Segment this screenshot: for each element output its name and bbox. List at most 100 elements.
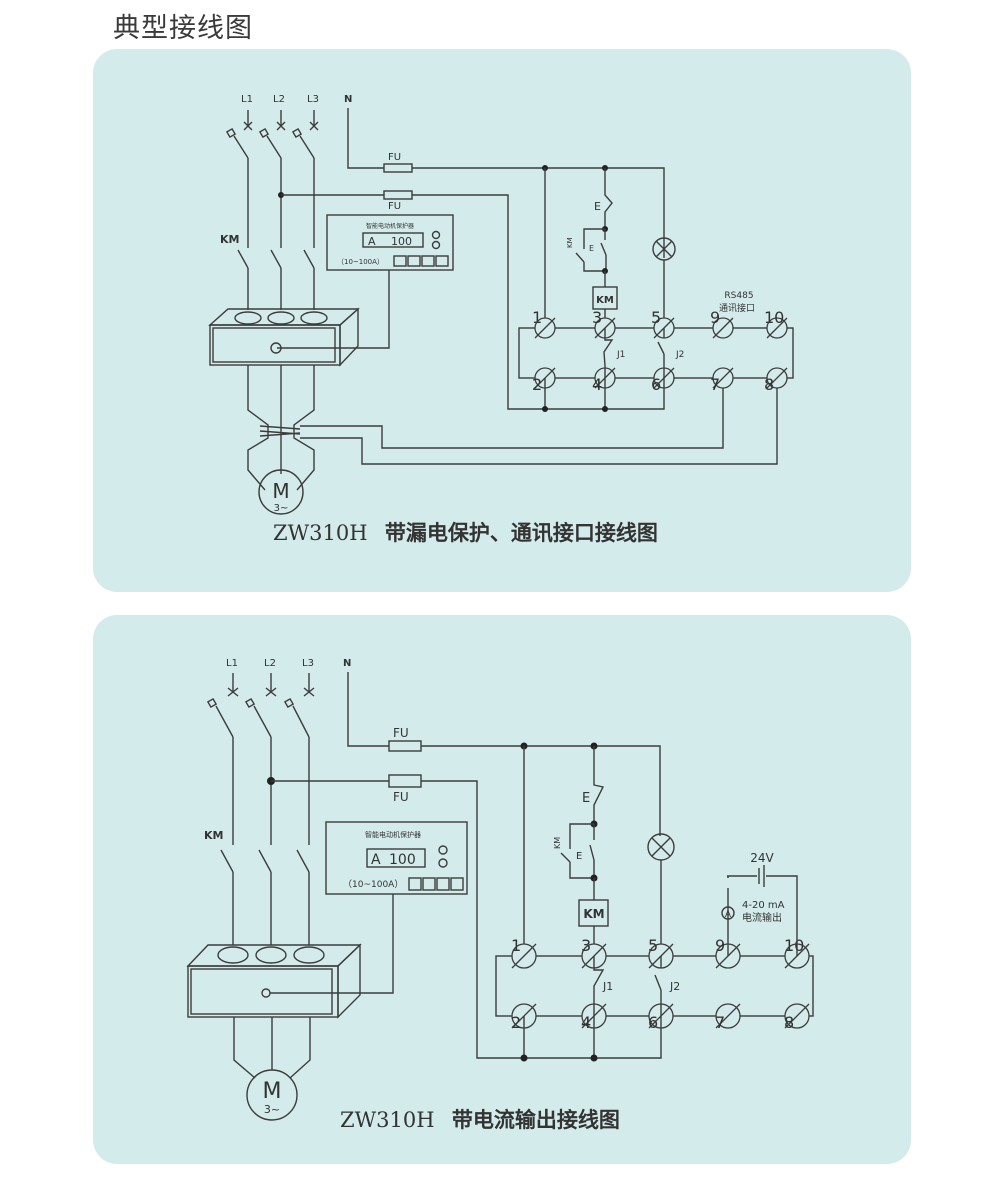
terminal-screw-slot — [766, 367, 788, 389]
caption-model: ZW310H — [273, 521, 368, 545]
protector-key — [407, 255, 421, 267]
protector-display-value: 100 — [389, 852, 416, 868]
junction-dot — [590, 1054, 598, 1062]
fuse-l2 — [388, 774, 422, 788]
l2-control-wire — [421, 780, 524, 1059]
sensor-wire — [277, 270, 390, 349]
sensor-wire — [270, 894, 394, 994]
motor-protector-unit: 智能电动机保护器 A 100 （10~100A） — [326, 214, 454, 271]
terminal-screw-slot — [766, 317, 788, 339]
indicator-led — [438, 858, 448, 868]
page-title: 典型接线图 — [113, 13, 253, 44]
terminal-number: 1 — [532, 308, 542, 327]
current-transformer — [208, 307, 360, 367]
terminal-number: 3 — [592, 308, 602, 327]
motor-leads — [233, 1017, 311, 1079]
terminal-number: 4 — [592, 375, 602, 394]
protector-display — [366, 848, 426, 868]
relay-contact-j1 — [603, 328, 614, 378]
contactor-main-contacts — [220, 849, 310, 945]
terminal-number: 1 — [511, 936, 521, 955]
terminal-number: 9 — [715, 936, 725, 955]
current-output-label: 电流输出 — [742, 911, 782, 924]
junction-dot — [602, 406, 608, 412]
circuit-breaker — [225, 110, 319, 248]
protector-range: （10~100A） — [337, 258, 384, 266]
phase-label-n: N — [343, 658, 351, 669]
current-output-range: 4-20 mA — [742, 900, 785, 911]
protector-display-unit: A — [371, 852, 381, 868]
terminal-screw-slot — [534, 317, 556, 339]
terminal-number: 7 — [710, 375, 720, 394]
protector-key — [421, 255, 435, 267]
comm-interface-label: 通讯接口 — [719, 302, 755, 314]
indicator-led — [431, 230, 441, 240]
terminal-number: 7 — [715, 1013, 725, 1032]
contactor-label: KM — [204, 829, 223, 842]
indicator-led — [431, 240, 441, 250]
phase-label-l3: L3 — [307, 94, 319, 105]
stop-button-label: E — [594, 200, 601, 213]
motor-label: M — [263, 1079, 282, 1104]
neutral-wire — [347, 672, 389, 747]
junction-dot — [542, 406, 548, 412]
aux-contact-label: KM — [566, 237, 574, 248]
motor-label: M — [272, 479, 289, 503]
stop-button: E — [594, 168, 613, 228]
protector-key — [435, 255, 449, 267]
terminal-number: 2 — [532, 375, 542, 394]
motor-protector-unit: 智能电动机保护器 A 100 （10~100A） — [325, 821, 468, 895]
fuse-label-n: FU — [393, 726, 409, 740]
junction-dot — [520, 1054, 528, 1062]
neutral-bus — [421, 745, 661, 836]
protector-key — [422, 877, 436, 891]
l2-control-wire — [412, 194, 545, 410]
terminal-number: 2 — [511, 1013, 521, 1032]
phase-label-n: N — [344, 94, 352, 105]
motor-sub-label: 3~ — [274, 503, 289, 514]
phase-label-l2: L2 — [273, 94, 285, 105]
neutral-wire — [347, 108, 384, 169]
terminal-number: 8 — [784, 1013, 794, 1032]
terminal-number: 6 — [651, 375, 661, 394]
terminal-number: 5 — [648, 936, 658, 955]
terminal-screw-slot — [712, 317, 734, 339]
caption-model: ZW310H — [340, 1108, 435, 1132]
terminal-number: 3 — [581, 936, 591, 955]
protector-display — [362, 232, 424, 248]
fuse-label-n: FU — [388, 152, 401, 163]
neutral-bus — [412, 167, 665, 240]
supply-voltage-label: 24V — [750, 851, 774, 865]
ammeter-icon — [721, 906, 735, 920]
start-button-label: E — [589, 244, 594, 253]
relay-coil-label: KM — [596, 295, 614, 306]
relay-contact-j1-label: J1 — [602, 980, 613, 993]
fuse-l2 — [383, 190, 413, 200]
terminal-screw-slot — [511, 943, 537, 969]
terminal-number: 9 — [710, 308, 720, 327]
motor-symbol — [246, 1069, 298, 1121]
stop-button: E — [582, 746, 605, 824]
rs485-label: RS485 — [724, 291, 753, 301]
terminal-number: 10 — [764, 308, 784, 327]
relay-contact-j1-label: J1 — [616, 350, 625, 360]
diagram-1-caption: ZW310H 带漏电保护、通讯接口接线图 — [273, 521, 658, 545]
contactor-label: KM — [220, 233, 239, 246]
terminal-screw-slot — [784, 1003, 810, 1029]
phase-label-l1: L1 — [241, 94, 253, 105]
relay-contact-j2-label: J2 — [669, 980, 680, 993]
fuse-label-l2: FU — [393, 790, 409, 804]
start-button-with-aux-contact: E KM — [553, 823, 595, 879]
caption-text: 带电流输出接线图 — [452, 1108, 620, 1132]
terminal-number: 4 — [581, 1013, 591, 1032]
ammeter-symbol: A — [725, 910, 732, 920]
relay-contact-j1 — [593, 956, 605, 1016]
terminal-number: 10 — [784, 936, 804, 955]
terminal-number: 5 — [651, 308, 661, 327]
start-button-with-aux-contact: E KM — [566, 228, 607, 272]
current-transformer — [186, 943, 362, 1019]
contactor-main-contacts — [237, 249, 315, 310]
diagram-1: L1 L2 L3 N KM FU — [208, 94, 794, 545]
indicator-led — [438, 845, 448, 855]
